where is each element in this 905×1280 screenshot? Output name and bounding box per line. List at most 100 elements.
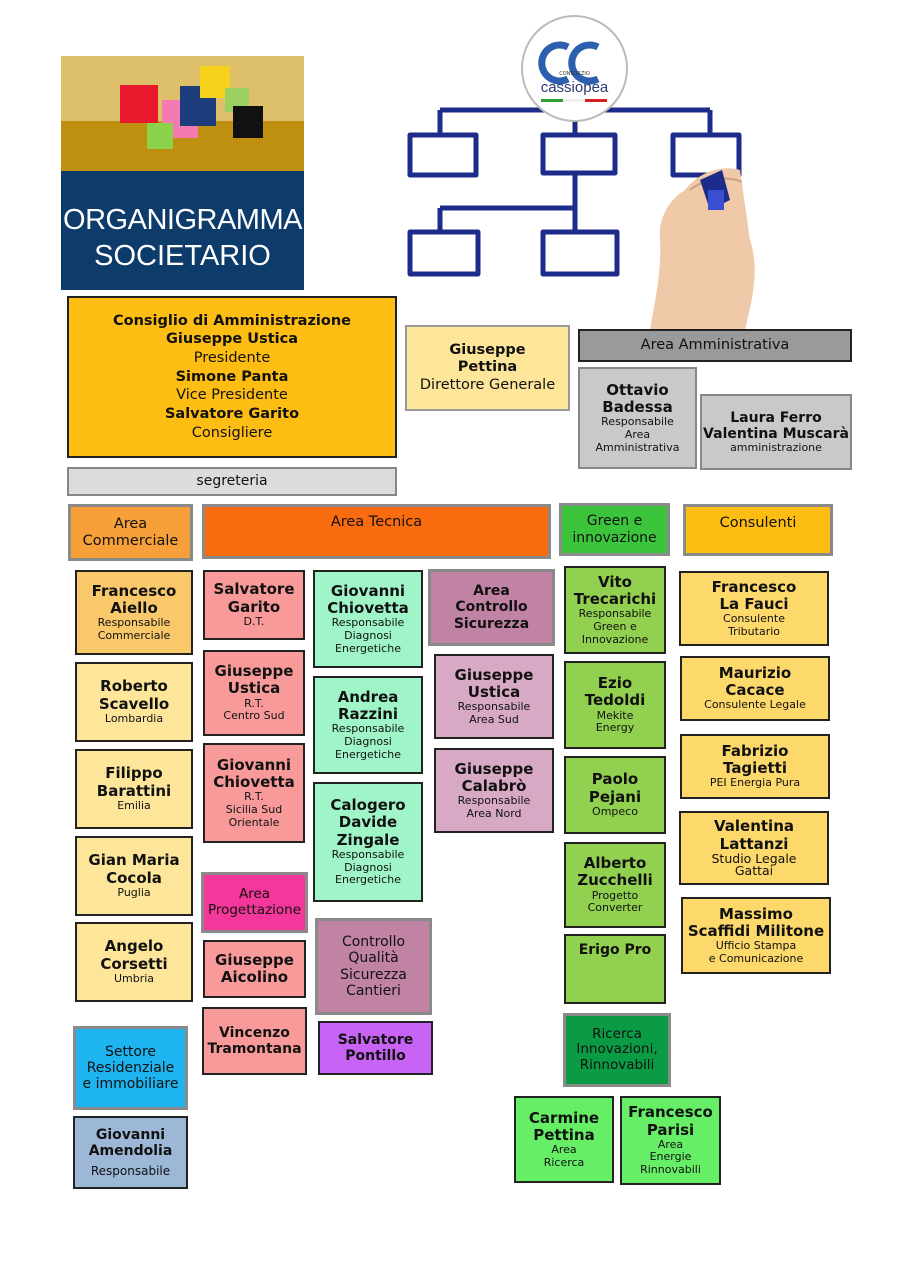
board-member-name: Salvatore Garito	[164, 406, 300, 422]
person-name: La Fauci	[719, 594, 789, 613]
title-line-1: ORGANIGRAMMA	[63, 204, 302, 236]
person-role: Mekite	[596, 708, 634, 722]
person-role: Ufficio Stampa	[715, 939, 797, 953]
person-name: Vincenzo	[219, 1024, 290, 1041]
person-name: Giovanni	[330, 581, 406, 600]
consulente-person: Valentina Lattanzi Studio Legale Gattai	[679, 811, 829, 885]
settore-residenziale-header: Settore Residenziale e immobiliare	[73, 1026, 188, 1110]
director-general-box: Giuseppe Pettina Direttore Generale	[405, 325, 570, 411]
person-name: Salvatore	[337, 1031, 414, 1048]
person-name: Francesco	[628, 1103, 713, 1122]
sicurezza-person: Giuseppe Calabrò Responsabile Area Nord	[434, 748, 554, 833]
person-role: Responsabile	[331, 847, 405, 861]
person-role: Progetto	[591, 888, 639, 902]
person-role: Area	[657, 1137, 684, 1151]
ferro-role: amministrazione	[730, 440, 822, 454]
ricerca-label-2: Innovazioni,	[576, 1041, 658, 1058]
green-person: Paolo Pejani Ompeco	[564, 756, 666, 834]
ricerca-label-3: Rinnovabili	[579, 1056, 655, 1073]
board-vice-role: Vice Presidente	[176, 387, 288, 404]
controllo-qualita-header: Controllo Qualità Sicurezza Cantieri	[315, 918, 432, 1015]
board-president-role: Presidente	[193, 349, 271, 366]
tecnica-person: Calogero Davide Zingale Responsabile Dia…	[313, 782, 423, 902]
badessa-name-1: Ottavio	[606, 380, 669, 399]
person-name: Gian Maria	[88, 851, 180, 870]
person-role: Lombardia	[104, 711, 164, 725]
person-role: Green e	[593, 619, 637, 633]
person-name: Scaffidi Militone	[687, 921, 825, 940]
person-name: Scavello	[98, 694, 170, 713]
ricerca-person: Carmine Pettina Area Ricerca	[514, 1096, 614, 1183]
person-role: Area Sud	[469, 712, 519, 726]
person-role: Converter	[587, 901, 643, 915]
segreteria-label: segreteria	[196, 473, 268, 490]
person-role: Innovazione	[581, 632, 649, 646]
person-role: Centro Sud	[223, 709, 285, 723]
person-name: Aiello	[110, 598, 158, 617]
qualita-label-3: Sicurezza	[340, 966, 407, 983]
person-name: Filippo	[105, 764, 163, 783]
area-amministrativa-label: Area Amministrativa	[640, 337, 790, 354]
residenziale-label-1: Settore	[104, 1043, 157, 1060]
tecnica-person: Giuseppe Ustica R.T. Centro Sud	[203, 650, 305, 736]
person-role: Responsabile	[457, 700, 531, 714]
tecnica-person: Andrea Razzini Responsabile Diagnosi Ene…	[313, 676, 423, 774]
person-name: Pettina	[533, 1125, 595, 1144]
area-commerciale-label-2: Commerciale	[82, 532, 179, 549]
person-role: Responsabile	[578, 607, 652, 621]
consulenti-label: Consulenti	[719, 515, 797, 531]
tecnica-person: Giovanni Chiovetta Responsabile Diagnosi…	[313, 570, 423, 668]
sicurezza-label-1: Area	[473, 583, 510, 600]
person-role: Responsabile	[457, 794, 531, 808]
person-name: Francesco	[711, 577, 797, 596]
person-name: Zucchelli	[577, 871, 653, 890]
red-square	[120, 85, 158, 123]
person-name: Parisi	[646, 1120, 695, 1139]
commerciale-person: Angelo Corsetti Umbria	[75, 922, 193, 1002]
black-square	[233, 106, 263, 138]
area-amministrativa-header: Area Amministrativa	[578, 329, 852, 362]
board-vice-name: Simone Panta	[175, 368, 289, 385]
ferro-name-2: Valentina Muscarà	[703, 425, 849, 442]
area-tecnica-header: Area Tecnica	[202, 504, 551, 559]
badessa-role-3: Amministrativa	[595, 440, 680, 454]
green-label-2: innovazione	[572, 529, 657, 546]
ricerca-person: Francesco Parisi Area Energie Rinnovabil…	[620, 1096, 721, 1185]
commerciale-person: Filippo Barattini Emilia	[75, 749, 193, 829]
person-role: Energetiche	[335, 873, 401, 887]
person-name: Ezio	[597, 674, 633, 693]
person-role: Tributario	[728, 624, 780, 638]
logo-mark	[538, 41, 607, 102]
person-role: Diagnosi	[344, 860, 392, 874]
person-name: Tramontana	[207, 1041, 302, 1057]
ricerca-label-1: Ricerca	[592, 1025, 642, 1042]
person-name: Garito	[227, 597, 281, 616]
green-person: Erigo Pro	[564, 934, 666, 1004]
person-role: Energie	[649, 1150, 692, 1164]
person-name: Ustica	[467, 682, 521, 701]
residenziale-label-3: e immobiliare	[82, 1076, 179, 1093]
consulente-person: Maurizio Cacace Consulente Legale	[680, 656, 830, 721]
person-name: Giuseppe	[454, 665, 534, 684]
person-role: Responsabile	[331, 722, 405, 736]
person-name: Massimo	[719, 904, 793, 923]
person-name: Davide	[338, 813, 398, 832]
badessa-name-2: Badessa	[602, 398, 673, 417]
person-role: Area	[551, 1143, 577, 1157]
green-label-1: Green e	[586, 513, 643, 530]
area-progettazione-header: Area Progettazione	[201, 872, 308, 933]
sicurezza-label-3: Sicurezza	[453, 615, 530, 632]
person-name: Francesco	[91, 581, 177, 600]
qualita-label-2: Qualità	[348, 950, 399, 967]
badessa-role-1: Responsabile	[601, 415, 674, 429]
green-header: Green e innovazione	[559, 503, 670, 556]
consulente-person: Francesco La Fauci Consulente Tributario	[679, 571, 829, 646]
ricerca-header: Ricerca Innovazioni, Rinnovabili	[563, 1013, 671, 1087]
person-role: D.T.	[243, 614, 265, 628]
dg-name-1: Giuseppe	[449, 341, 526, 358]
person-name: Giovanni	[216, 755, 292, 774]
person-role: Orientale	[228, 815, 280, 829]
residenziale-label-2: Residenziale	[86, 1059, 175, 1076]
commerciale-person: Gian Maria Cocola Puglia	[75, 836, 193, 916]
person-name: Chiovetta	[213, 773, 295, 792]
